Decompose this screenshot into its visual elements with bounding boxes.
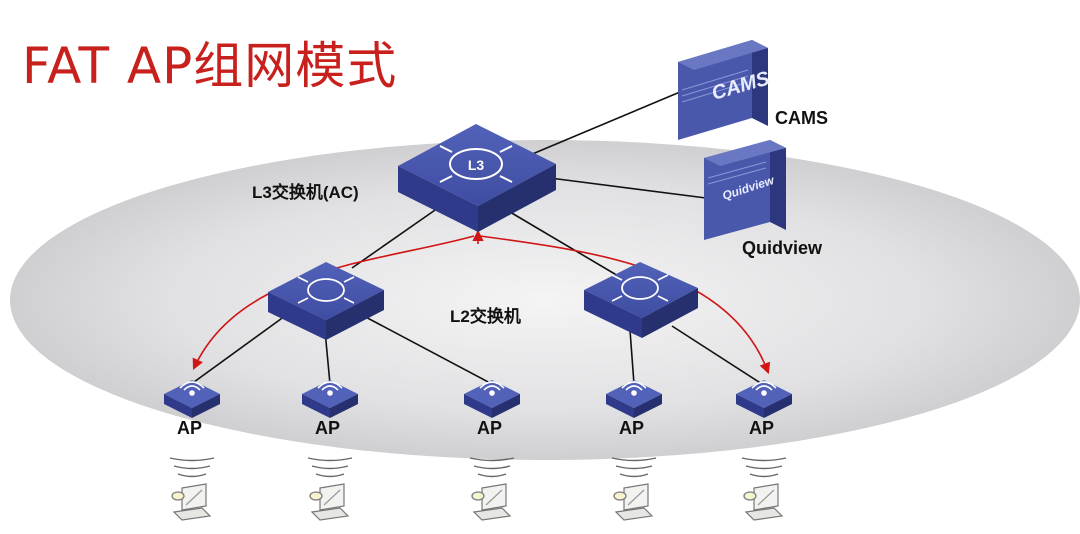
link-l3-l2-right bbox=[509, 211, 626, 281]
access-point bbox=[302, 380, 358, 521]
wifi-icon bbox=[479, 381, 505, 396]
quidview-label: Quidview bbox=[742, 238, 823, 258]
link-l2l-ap3 bbox=[359, 313, 493, 385]
svg-text:L3: L3 bbox=[468, 157, 485, 173]
ap-label: AP bbox=[477, 418, 503, 438]
ap-label: AP bbox=[315, 418, 341, 438]
client-laptop-icon bbox=[613, 483, 654, 521]
switch-arrows-icon bbox=[439, 145, 513, 183]
wifi-icon bbox=[751, 381, 777, 396]
page-title: FAT AP组网模式 bbox=[22, 37, 398, 95]
link-l2r-ap5 bbox=[671, 325, 763, 385]
ap-label: AP bbox=[619, 418, 645, 438]
link-l3-quidview bbox=[549, 177, 707, 199]
ap-label: AP bbox=[177, 418, 203, 438]
client-laptop-icon bbox=[309, 483, 350, 521]
link-l2l-ap1 bbox=[193, 315, 286, 383]
wifi-icon bbox=[621, 381, 647, 396]
quidview-server: Quidview bbox=[704, 140, 786, 240]
cams-server: CAMS bbox=[678, 40, 773, 140]
access-point bbox=[736, 380, 792, 521]
wireless-waves-icon bbox=[741, 457, 787, 478]
wireless-waves-icon bbox=[307, 457, 353, 478]
ap-label: AP bbox=[749, 418, 775, 438]
l2-switch-label: L2交换机 bbox=[450, 307, 521, 326]
wifi-icon bbox=[317, 381, 343, 396]
l3-switch-label: L3交换机(AC) bbox=[252, 183, 359, 202]
wireless-waves-icon bbox=[169, 457, 215, 478]
access-point bbox=[464, 380, 520, 521]
link-l3-cams bbox=[529, 91, 681, 156]
access-points bbox=[164, 380, 792, 521]
l2-switch-right bbox=[584, 262, 698, 338]
wireless-waves-icon bbox=[469, 457, 515, 478]
client-laptop-icon bbox=[171, 483, 212, 521]
client-laptop-icon bbox=[743, 483, 784, 521]
wifi-icon bbox=[179, 381, 205, 396]
l3-switch: L3 bbox=[398, 124, 556, 232]
access-point bbox=[606, 380, 662, 521]
wireless-waves-icon bbox=[611, 457, 657, 478]
link-l2r-ap4 bbox=[629, 329, 635, 385]
client-laptop-icon bbox=[471, 483, 512, 521]
cams-label: CAMS bbox=[775, 108, 828, 128]
link-l3-l2-left bbox=[351, 207, 439, 269]
l2-switch-left bbox=[268, 262, 384, 340]
access-point bbox=[164, 380, 220, 521]
network-zone bbox=[10, 140, 1080, 460]
links bbox=[193, 91, 763, 385]
